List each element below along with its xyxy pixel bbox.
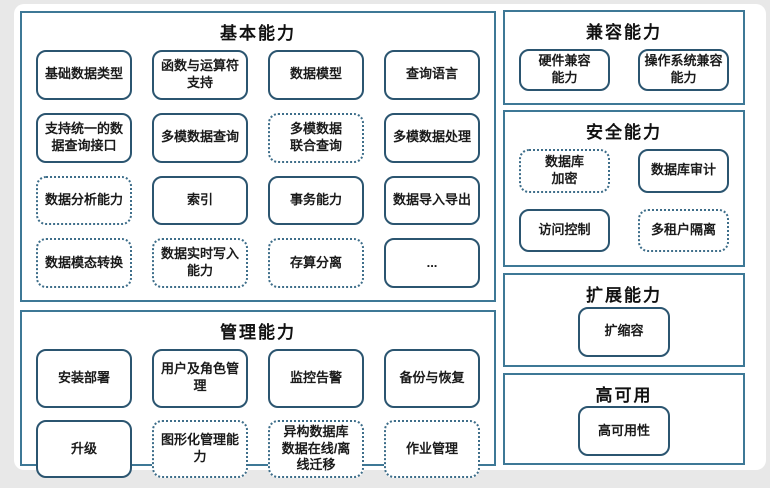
cap-hardware-compatibility: 硬件兼容 能力	[519, 49, 610, 91]
cap-scale-in-out: 扩缩容	[578, 306, 670, 357]
cap-user-role-management: 用户及角色管 理	[152, 349, 248, 408]
cap-gui-management: 图形化管理能 力	[152, 419, 248, 479]
cap-query-language: 查询语言	[384, 50, 480, 100]
cap-multimodel-joint-query: 多模数据 联合查询	[268, 112, 364, 163]
section-security: 安全能力 数据库 加密 数据库审计 访问控制 多租户隔离	[503, 110, 745, 267]
section-title-security: 安全能力	[586, 123, 662, 142]
cap-database-encryption: 数据库 加密	[519, 149, 610, 193]
cap-monitoring-alerting: 监控告警	[268, 349, 364, 408]
basic-capabilities-grid: 基础数据类型 函数与运算符 支持 数据模型 查询语言 支持统一的数 据查询接口 …	[22, 44, 494, 300]
section-scalability: 扩展能力 扩缩容	[503, 273, 745, 367]
cap-data-import-export: 数据导入导出	[384, 175, 480, 226]
section-management-capabilities: 管理能力 安装部署 用户及角色管 理 监控告警 备份与恢复 升级 图形化管理能 …	[20, 310, 496, 479]
section-title-scalability: 扩展能力	[586, 286, 662, 305]
cap-function-operator-support: 函数与运算符 支持	[152, 50, 248, 100]
section-high-availability: 高可用 高可用性	[503, 373, 745, 465]
cap-unified-query-interface: 支持统一的数 据查询接口	[36, 112, 132, 163]
cap-upgrade: 升级	[36, 419, 132, 479]
section-title-high-availability: 高可用	[595, 386, 653, 405]
cap-backup-restore: 备份与恢复	[384, 349, 480, 408]
compatibility-grid: 硬件兼容 能力 操作系统兼容 能力	[505, 43, 743, 104]
cap-os-compatibility: 操作系统兼容 能力	[638, 49, 729, 91]
section-basic-capabilities: 基本能力 基础数据类型 函数与运算符 支持 数据模型 查询语言 支持统一的数 据…	[20, 11, 496, 302]
cap-multimodel-data-query: 多模数据查询	[152, 112, 248, 163]
cap-high-availability: 高可用性	[578, 406, 670, 456]
cap-data-analysis: 数据分析能力	[36, 175, 132, 226]
security-grid: 数据库 加密 数据库审计 访问控制 多租户隔离	[505, 143, 743, 265]
cap-ellipsis-more: ...	[384, 238, 480, 288]
cap-database-audit: 数据库审计	[638, 149, 729, 193]
section-title-basic: 基本能力	[220, 24, 296, 43]
cap-data-modality-conversion: 数据模态转换	[36, 238, 132, 288]
cap-multimodel-data-processing: 多模数据处理	[384, 112, 480, 163]
cap-job-management: 作业管理	[384, 419, 480, 479]
section-title-management: 管理能力	[220, 323, 296, 342]
cap-access-control: 访问控制	[519, 208, 610, 252]
cap-transaction: 事务能力	[268, 175, 364, 226]
section-compatibility: 兼容能力 硬件兼容 能力 操作系统兼容 能力	[503, 10, 745, 105]
section-title-compatibility: 兼容能力	[586, 23, 662, 42]
scalability-box-wrap: 扩缩容	[505, 306, 743, 365]
cap-multi-tenant-isolation: 多租户隔离	[638, 208, 729, 252]
high-availability-box-wrap: 高可用性	[505, 406, 743, 464]
management-capabilities-grid: 安装部署 用户及角色管 理 监控告警 备份与恢复 升级 图形化管理能 力 异构数…	[22, 343, 494, 488]
cap-realtime-write: 数据实时写入 能力	[152, 238, 248, 288]
cap-index: 索引	[152, 175, 248, 226]
cap-storage-compute-separation: 存算分离	[268, 238, 364, 288]
cap-install-deploy: 安装部署	[36, 349, 132, 408]
cap-heterogeneous-db-migration: 异构数据库 数据在线/离 线迁移	[268, 419, 364, 479]
cap-basic-data-types: 基础数据类型	[36, 50, 132, 100]
cap-data-model: 数据模型	[268, 50, 364, 100]
